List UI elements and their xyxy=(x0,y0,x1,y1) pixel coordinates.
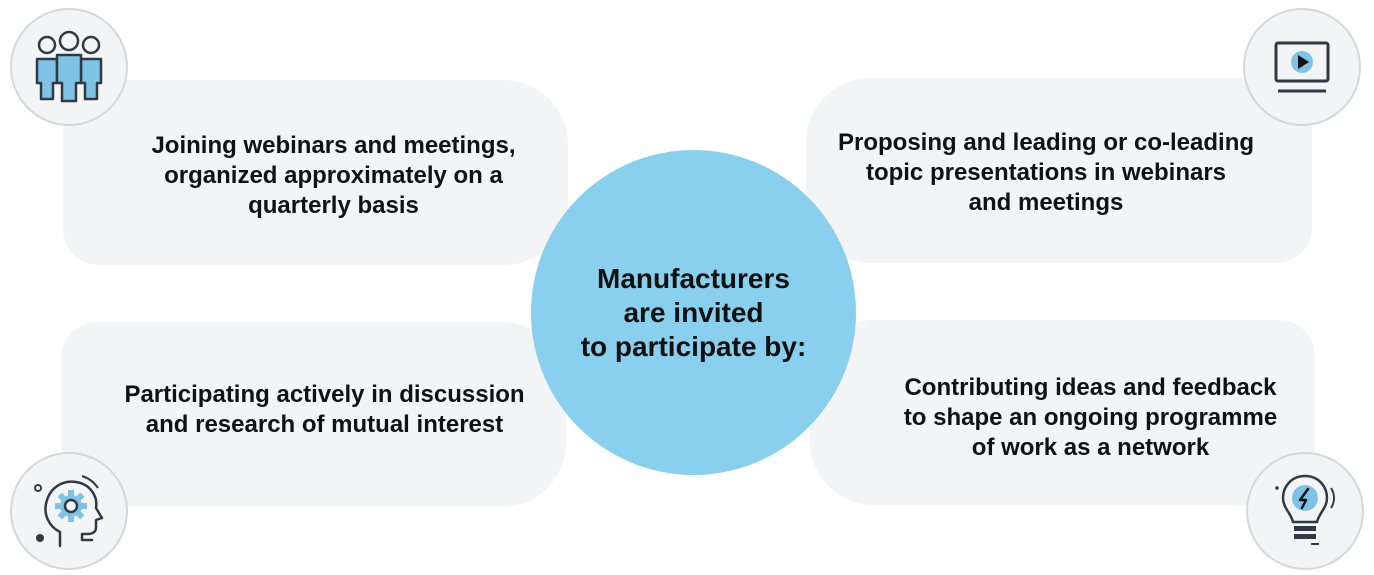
card-top-right-text: Proposing and leading or co-leading topi… xyxy=(837,128,1255,216)
head-gear-icon xyxy=(34,475,104,548)
lightbulb-icon xyxy=(1275,474,1336,545)
people-group-icon xyxy=(35,30,103,103)
card-top-left: Joining webinars and meetings, organized… xyxy=(63,80,568,265)
center-circle: Manufacturers are invited to participate… xyxy=(531,150,856,475)
card-bottom-right: Contributing ideas and feedback to shape… xyxy=(810,320,1315,505)
icon-badge-bottom-left xyxy=(10,452,128,570)
card-top-right: Proposing and leading or co-leading topi… xyxy=(806,78,1312,263)
card-top-left-text: Joining webinars and meetings, organized… xyxy=(151,131,516,219)
icon-badge-bottom-right xyxy=(1246,452,1364,570)
card-bottom-left: Participating actively in discussion and… xyxy=(61,322,566,507)
card-bottom-right-text: Contributing ideas and feedback to shape… xyxy=(903,373,1278,461)
icon-badge-top-left xyxy=(10,8,128,126)
card-bottom-left-text: Participating actively in discussion and… xyxy=(124,380,525,438)
video-play-icon xyxy=(1274,41,1330,93)
icon-badge-top-right xyxy=(1243,8,1361,126)
center-title: Manufacturers are invited to participate… xyxy=(580,262,807,362)
